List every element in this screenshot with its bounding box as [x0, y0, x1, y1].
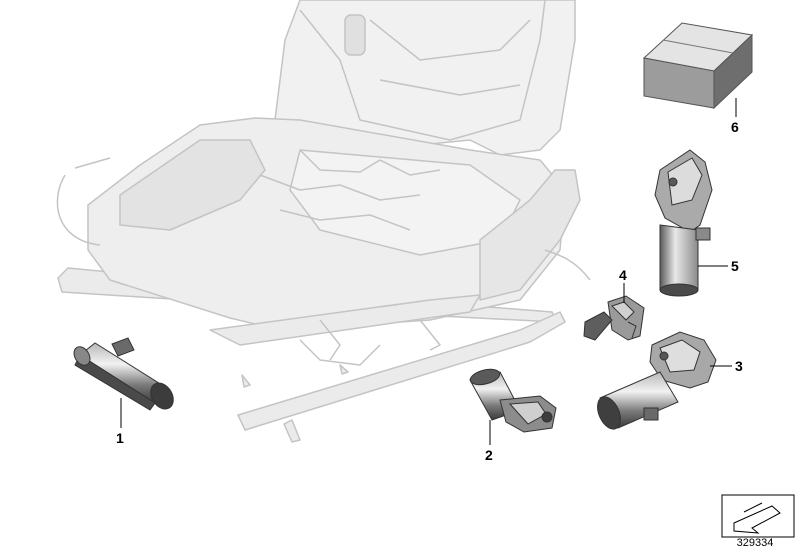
- part-4-connector: [583, 295, 645, 341]
- part-1-motor: [73, 337, 174, 411]
- seat-rail-right: [237, 311, 566, 431]
- seat-frame: [56, 0, 591, 443]
- callout-1: 1: [116, 430, 124, 446]
- part-6-box: [642, 22, 754, 110]
- callout-4: 4: [619, 267, 627, 283]
- callout-5: 5: [731, 258, 739, 274]
- leader-lines: [120, 98, 737, 445]
- part-5-motor: [654, 149, 713, 297]
- part-3-motor: [597, 331, 717, 430]
- part-2-motor: [469, 368, 557, 433]
- side-bar: [479, 169, 581, 301]
- reference-number: 329334: [736, 537, 774, 549]
- callout-6: 6: [731, 119, 739, 135]
- callout-3: 3: [735, 358, 743, 374]
- view-direction-icon: [721, 494, 795, 538]
- callout-2: 2: [485, 447, 493, 463]
